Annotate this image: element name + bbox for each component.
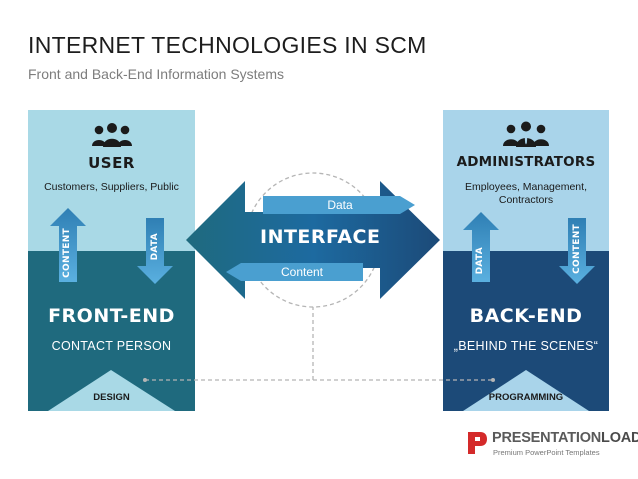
front-end-box: FRONT-END CONTACT PERSON DESIGN	[28, 251, 195, 411]
dashed-connector	[145, 307, 314, 381]
user-title: USER	[88, 154, 135, 172]
content-arrow	[226, 263, 363, 281]
page-title: INTERNET TECHNOLOGIES IN SCM	[28, 32, 427, 58]
content-arrow-label: Content	[280, 265, 324, 279]
data-arrow	[263, 196, 415, 214]
back-end-title: BACK-END	[469, 305, 583, 327]
right-data-label: DATA	[475, 247, 485, 275]
left-data-down-arrow	[137, 218, 173, 284]
logo-text: PRESENTATIONLOAD®	[492, 430, 638, 446]
right-content-label: CONTENT	[572, 224, 582, 274]
programming-tab	[463, 370, 589, 411]
logo-mark-icon	[468, 432, 487, 454]
user-box: USER Customers, Suppliers, Public	[28, 110, 195, 251]
interface-double-arrow	[186, 181, 440, 299]
left-data-label: DATA	[150, 233, 160, 261]
user-description: Customers, Suppliers, Public	[44, 181, 179, 193]
front-end-title: FRONT-END	[48, 305, 175, 327]
programming-label: PROGRAMMING	[488, 392, 564, 403]
presentationload-logo: PRESENTATIONLOAD® Premium PowerPoint Tem…	[466, 428, 638, 462]
administrators-description: Employees, Management, Contractors	[465, 181, 587, 206]
business-group-icon	[503, 121, 549, 147]
left-content-up-arrow	[50, 208, 86, 282]
page-subtitle: Front and Back-End Information Systems	[28, 66, 284, 82]
left-content-label: CONTENT	[62, 228, 72, 278]
design-label: DESIGN	[93, 392, 130, 403]
design-tab	[48, 370, 175, 411]
right-data-up-arrow	[463, 212, 499, 282]
interface-title: INTERFACE	[260, 226, 381, 248]
logo-subtext: Premium PowerPoint Templates	[493, 448, 600, 457]
right-content-down-arrow	[559, 218, 595, 284]
administrators-title: ADMINISTRATORS	[456, 154, 596, 170]
people-group-icon	[92, 123, 132, 147]
front-end-subtitle: CONTACT PERSON	[51, 339, 172, 353]
back-end-subtitle: „BEHIND THE SCENES“	[453, 339, 599, 353]
data-arrow-label: Data	[327, 198, 353, 212]
